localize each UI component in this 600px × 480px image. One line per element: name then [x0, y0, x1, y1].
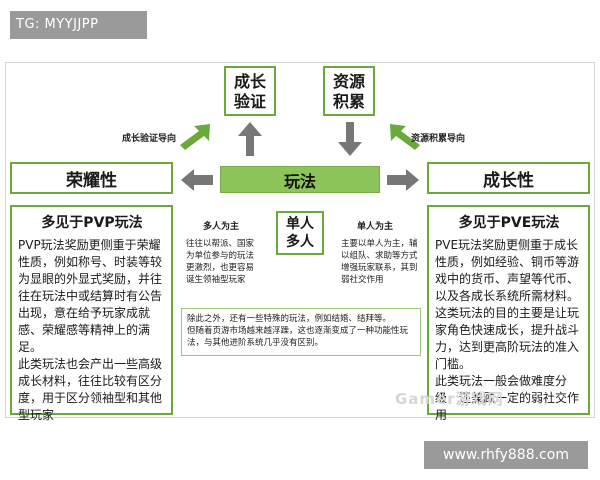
growth-node: 成长性 — [427, 162, 590, 194]
diagram-frame — [5, 62, 595, 418]
arrow-up-icon — [238, 122, 262, 156]
multiplayer-desc: 往往以帮派、国家 为单位参与的玩法 更激烈，也更容易 诞生领袖型玩家 — [186, 238, 276, 286]
resource-guide-arrow-icon — [390, 124, 420, 150]
resource-guide-label: 资源积累导向 — [411, 134, 466, 144]
node-line: 多人 — [286, 234, 314, 250]
node-line: 成长 — [233, 72, 266, 91]
arrow-right-icon — [387, 169, 419, 191]
desc-line: 往往以帮派、国家 — [186, 239, 255, 249]
desc-line: 弱社交作用 — [341, 275, 384, 285]
desc-line: 诞生领袖型玩家 — [186, 275, 246, 285]
special-gameplay-note: 除此之外，还有一些特殊的玩法，例如结婚、结拜等。 但随着页游市场越来越浮躁，这也… — [181, 308, 421, 356]
top-watermark-badge: TG: MYYJJPP — [10, 11, 147, 39]
desc-line: 更激烈，也更容易 — [186, 263, 255, 273]
single-multi-node: 单人 多人 — [276, 211, 324, 255]
pve-paragraph: 此类玩法一般会做难度分级，还兼顾一定的弱社交作用 — [435, 374, 580, 422]
overlay-watermark: Gamer游戏网 — [395, 390, 504, 408]
desc-line: 为单位参与的玩法 — [186, 251, 255, 261]
pve-panel: 多见于PVE玩法 PVE玩法奖励更侧重于成长性质，例如经验、铜币等游戏中的货币、… — [427, 205, 590, 422]
desc-line: 以组队、求助等方式 — [341, 251, 418, 261]
growth-guide-label: 成长验证导向 — [122, 134, 177, 144]
note-line: 除此之外，还有一些特殊的玩法，例如结婚、结拜等。 — [187, 314, 392, 324]
node-line: 积累 — [332, 92, 365, 111]
pvp-paragraph: 此类玩法也会产出一些高级成长材料，往往比较有区分度，用于区分领袖型和其他型玩家 — [18, 357, 163, 422]
note-line: 法，与其他进阶系统几乎没有区别。 — [187, 338, 324, 348]
arrow-left-icon — [181, 169, 213, 191]
singleplayer-desc: 主要以单人为主，辅 以组队、求助等方式 增强玩家联系，其到 弱社交作用 — [341, 238, 427, 286]
pve-paragraph: PVE玩法奖励更侧重于成长性质，例如经验、铜币等游戏中的货币、声望等代币、以及各… — [435, 238, 580, 371]
node-line: 验证 — [233, 92, 266, 111]
growth-verification-node: 成长 验证 — [224, 66, 276, 116]
honor-node: 荣耀性 — [10, 162, 173, 194]
node-line: 单人 — [286, 216, 314, 232]
resource-accumulation-node: 资源 积累 — [323, 66, 375, 116]
note-line: 但随着页游市场越来越浮躁，这也逐渐变成了一种功能性玩 — [187, 326, 409, 336]
pvp-panel-title: 多见于PVP玩法 — [41, 215, 143, 231]
pve-panel-title: 多见于PVE玩法 — [458, 215, 560, 231]
pve-panel-body: PVE玩法奖励更侧重于成长性质，例如经验、铜币等游戏中的货币、声望等代币、以及各… — [435, 237, 583, 424]
multiplayer-label: 多人为主 — [203, 222, 240, 232]
bottom-url-badge: www.rhfy888.com — [424, 441, 588, 469]
node-line: 资源 — [332, 72, 365, 91]
pvp-panel: 多见于PVP玩法 PVP玩法奖励更侧重于荣耀性质，例如称号、时装等较为显眼的外显… — [10, 205, 173, 422]
desc-line: 增强玩家联系，其到 — [341, 263, 418, 273]
singleplayer-label: 单人为主 — [357, 222, 394, 232]
pvp-panel-body: PVP玩法奖励更侧重于荣耀性质，例如称号、时装等较为显眼的外显式奖励，并往往在玩… — [18, 237, 166, 424]
arrow-down-icon — [338, 122, 362, 156]
pvp-paragraph: PVP玩法奖励更侧重于荣耀性质，例如称号、时装等较为显眼的外显式奖励，并往往在玩… — [18, 238, 163, 354]
gameplay-node: 玩法 — [220, 166, 380, 193]
growth-guide-arrow-icon — [180, 124, 210, 150]
desc-line: 主要以单人为主，辅 — [341, 239, 418, 249]
